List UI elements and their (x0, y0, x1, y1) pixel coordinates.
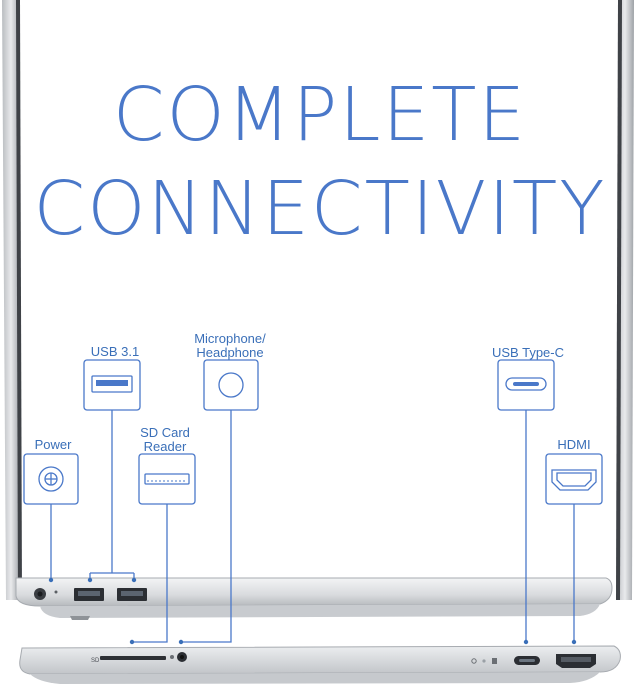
label-power: Power (34, 437, 72, 452)
label-sd-line1: SD Card (140, 425, 190, 440)
laptop-side-left (15, 577, 613, 620)
hdmi-callout-box (545, 453, 603, 505)
laptop-lid-left-edge (2, 0, 22, 600)
usb-a-icon (91, 375, 133, 393)
usb31-leader-line (89, 410, 135, 580)
microphone-leader-line (181, 410, 232, 643)
sd-callout-box (138, 453, 196, 505)
laptop-lid-right-edge (616, 0, 634, 600)
laptop-side-right (19, 645, 621, 684)
sd-leader-line (132, 504, 168, 643)
sd-slot-print: SD (91, 658, 100, 664)
headline-line-2: CONNECTIVITY (33, 166, 607, 252)
microphone-callout-box (203, 359, 259, 411)
label-usb-type-c: USB Type-C (491, 345, 564, 360)
headphone-jack-icon (218, 372, 244, 398)
hdmi-icon (551, 469, 597, 491)
label-microphone-line2: Headphone (196, 345, 264, 360)
power-jack-icon (38, 466, 64, 492)
label-microphone-line1: Microphone/ (194, 331, 266, 346)
label-sd-line2: Reader (143, 439, 187, 454)
sd-card-slot-icon (144, 473, 190, 485)
label-usb31: USB 3.1 (90, 344, 140, 359)
headline-line-1: COMPLETE (112, 72, 528, 158)
label-hdmi: HDMI (557, 437, 591, 452)
usb-c-icon (505, 377, 547, 391)
